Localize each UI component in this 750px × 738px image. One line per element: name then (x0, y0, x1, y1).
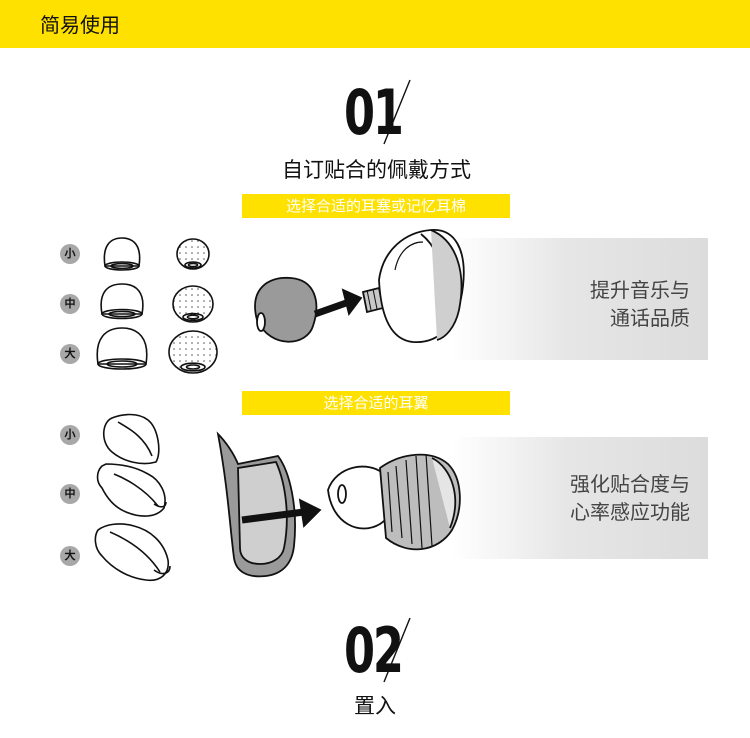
foam-eartips-illustration (168, 238, 218, 374)
eartip-attach-illustration (254, 229, 465, 343)
ear-wings-label: 选择合适的耳翼 (242, 391, 510, 415)
section-title: 简易使用 (40, 13, 120, 37)
wing-size-badge-small: 小 (60, 425, 80, 445)
step-1-slash (383, 79, 411, 145)
wing-attach-illustration (216, 431, 461, 578)
wing-size-badge-large: 大 (60, 546, 80, 566)
step-2-slash (383, 617, 411, 683)
eartips-benefit-line-1: 提升音乐与 (590, 278, 690, 302)
eartips-benefit-panel (452, 238, 708, 360)
eartips-benefit-line-2: 通话品质 (610, 306, 690, 330)
size-badge-small: 小 (60, 244, 80, 264)
eartips-label: 选择合适的耳塞或记忆耳棉 (242, 194, 510, 218)
header-bar (0, 0, 750, 48)
silicone-eartips-illustration (96, 237, 148, 370)
step-2-title: 置入 (354, 694, 396, 718)
step-2-number: 02 (344, 614, 404, 687)
size-badge-large: 大 (60, 344, 80, 364)
ear-wings-benefit-panel (452, 437, 708, 559)
step-1-title: 自订贴合的佩戴方式 (282, 158, 471, 182)
ear-wings-benefit-line-2: 心率感应功能 (570, 500, 690, 524)
ear-wings-illustration (94, 413, 171, 582)
ear-wings-benefit-text: 强化贴合度与 心率感应功能 (530, 470, 690, 526)
wing-size-badge-medium: 中 (60, 484, 80, 504)
ear-wings-benefit-line-1: 强化贴合度与 (570, 472, 690, 496)
step-1-number: 01 (344, 76, 404, 149)
size-badge-medium: 中 (60, 294, 80, 314)
eartips-benefit-text: 提升音乐与 通话品质 (540, 276, 690, 332)
